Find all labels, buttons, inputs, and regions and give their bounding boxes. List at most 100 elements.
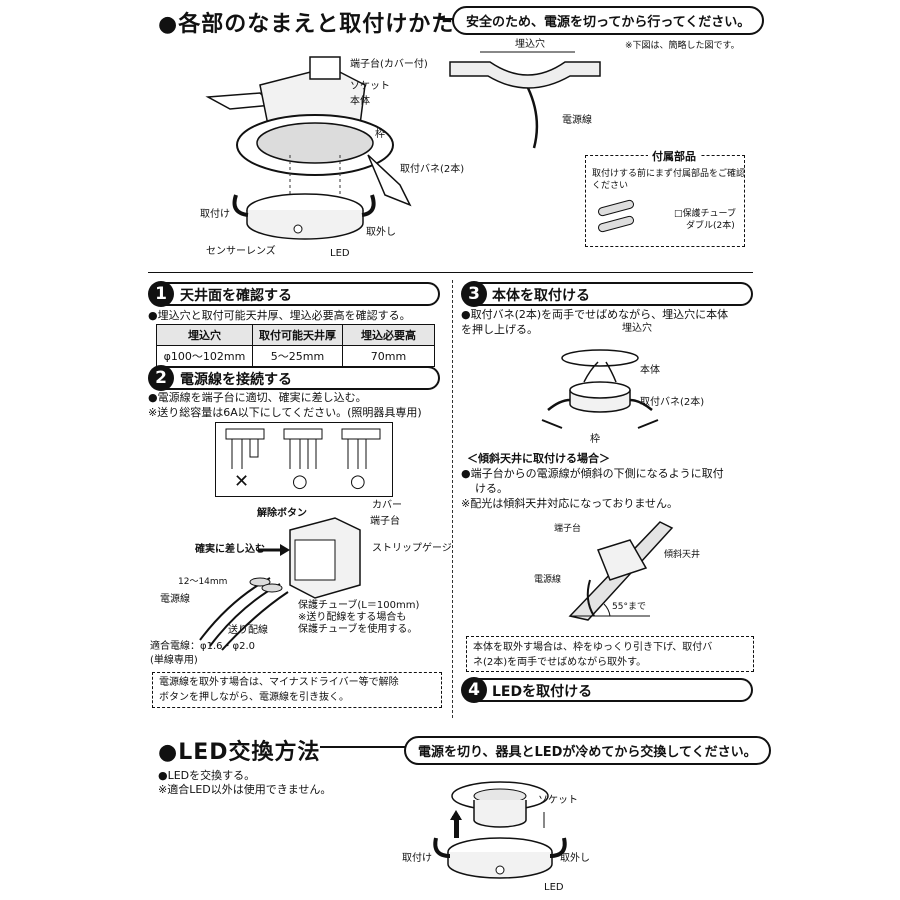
simplified-note: ※下図は、簡略した図です。 bbox=[625, 41, 740, 51]
label-strip-gauge: ストリップゲージ bbox=[372, 543, 452, 554]
led-text-2: ※適合LED以外は使用できません。 bbox=[158, 783, 332, 796]
table-cell: φ100〜102mm bbox=[156, 345, 253, 367]
label-spring: 取付バネ(2本) bbox=[400, 164, 465, 175]
label-body: 本体 bbox=[350, 96, 370, 107]
led-label-attach: 取付け bbox=[402, 853, 432, 864]
label-slope-wire: 電源線 bbox=[534, 575, 562, 585]
led-text-1: ●LEDを交換する。 bbox=[158, 769, 256, 782]
led-label-detach: 取外し bbox=[560, 853, 590, 864]
accessory-item-1: □保護チューブ bbox=[674, 209, 736, 219]
label-detach: 取外し bbox=[366, 227, 396, 238]
led-label-socket: ソケット bbox=[538, 795, 578, 806]
step3-bar bbox=[473, 282, 753, 306]
label-slope-ceiling: 傾斜天井 bbox=[664, 550, 701, 560]
tube-note-2: ※送り配線をする場合も bbox=[298, 612, 407, 623]
ceiling-spec-table: 埋込穴 取付可能天井厚 埋込必要高 φ100〜102mm 5〜25mm 70mm bbox=[156, 324, 435, 367]
slope-text-2: ける。 bbox=[475, 482, 508, 495]
label-led: LED bbox=[330, 248, 350, 259]
table-cell: 70mm bbox=[342, 345, 435, 367]
wire-spec-1: 適合電線：φ1.6・φ2.0 bbox=[150, 641, 255, 652]
mark-correct: ○ bbox=[292, 471, 308, 492]
tube-note-1: 保護チューブ(L＝100mm) bbox=[298, 600, 420, 611]
led-replacement-diagram bbox=[433, 781, 567, 879]
label-power-wire: 電源線 bbox=[160, 594, 190, 605]
label-install-frame: 枠 bbox=[590, 434, 600, 445]
led-section-title: ●LED交換方法 bbox=[158, 740, 321, 765]
step3-number: 3 bbox=[461, 281, 487, 307]
attach-arrow bbox=[232, 194, 249, 217]
mark-incorrect: ✕ bbox=[234, 471, 250, 492]
ceiling-hole-diagram bbox=[449, 51, 601, 149]
tube-note-3: 保護チューブを使用する。 bbox=[298, 624, 418, 635]
label-slope-angle: 55°まで bbox=[612, 602, 646, 612]
label-sensor-lens: センサーレンズ bbox=[206, 246, 276, 257]
wiring-variants-box: ✕ ○ ○ bbox=[215, 422, 393, 497]
label-socket: ソケット bbox=[350, 81, 390, 92]
table-cell: 5〜25mm bbox=[252, 345, 343, 367]
table-header: 埋込穴 bbox=[156, 324, 253, 346]
step2-text-2: ※送り総容量は6A以下にしてください。(照明器具専用) bbox=[148, 406, 422, 419]
mark-correct: ○ bbox=[350, 471, 366, 492]
wire-spec-2: (単線専用) bbox=[150, 655, 198, 666]
label-attach: 取付け bbox=[200, 209, 230, 220]
label-insert-firmly: 確実に差し込む bbox=[195, 544, 265, 555]
step3-text-1: ●取付バネ(2本)を両手でせばめながら、埋込穴に本体 bbox=[461, 308, 729, 321]
terminal-wiring-diagram bbox=[199, 517, 361, 651]
step3-title: 本体を取付ける bbox=[492, 288, 590, 304]
label-install-hole: 埋込穴 bbox=[622, 323, 652, 334]
label-slope-terminal: 端子台 bbox=[554, 524, 582, 534]
column-divider bbox=[452, 280, 453, 718]
slope-text-1: ●端子台からの電源線が傾斜の下側になるように取付 bbox=[461, 467, 724, 480]
step1-text: ●埋込穴と取付可能天井厚、埋込必要高を確認する。 bbox=[148, 309, 411, 322]
slope-text-3: ※配光は傾斜天井対応になっておりません。 bbox=[461, 497, 679, 510]
wire-removal-note: 電源線を取外す場合は、マイナスドライバー等で解除 ボタンを押しながら、電源線を引… bbox=[152, 672, 442, 708]
label-install-body: 本体 bbox=[640, 365, 660, 376]
step1-number: 1 bbox=[148, 281, 174, 307]
body-removal-text-2: ネ(2本)を両手でせばめながら取外す。 bbox=[473, 657, 647, 668]
accessory-item-2: ダブル(2本) bbox=[686, 221, 735, 231]
section-divider bbox=[148, 272, 753, 273]
wire-removal-text-1: 電源線を取外す場合は、マイナスドライバー等で解除 bbox=[159, 677, 399, 688]
accessories-title: 付属部品 bbox=[648, 149, 700, 165]
label-strip-length: 12〜14mm bbox=[178, 577, 228, 587]
label-feed-wire: 送り配線 bbox=[228, 625, 268, 636]
label-release-button: 解除ボタン bbox=[257, 508, 307, 519]
body-install-diagram bbox=[541, 349, 659, 429]
step4-number: 4 bbox=[461, 677, 487, 703]
detach-arrow bbox=[361, 194, 376, 217]
led-label-led: LED bbox=[544, 882, 564, 893]
fixture-parts-diagram bbox=[205, 56, 412, 240]
table-header: 埋込必要高 bbox=[342, 324, 435, 346]
led-header-rule bbox=[320, 746, 410, 748]
label-terminal-cover: 端子台(カバー付) bbox=[350, 59, 428, 70]
protective-tube-icon bbox=[597, 199, 635, 233]
step2-number: 2 bbox=[148, 365, 174, 391]
step4-bar bbox=[473, 678, 753, 702]
label-install-spring: 取付バネ(2本) bbox=[640, 397, 705, 408]
step2-title: 電源線を接続する bbox=[180, 372, 292, 388]
table-header: 取付可能天井厚 bbox=[252, 324, 343, 346]
step3-text-2: を押し上げる。 bbox=[461, 323, 538, 336]
body-removal-note: 本体を取外す場合は、枠をゆっくり引き下げ、取付バ ネ(2本)を両手でせばめながら… bbox=[466, 636, 754, 672]
led-safety-notice: 電源を切り、器具とLEDが冷めてから交換してください。 bbox=[404, 736, 771, 765]
step1-bar bbox=[160, 282, 440, 306]
sloped-ceiling-diagram bbox=[568, 521, 674, 621]
slope-title: ＜傾斜天井に取付ける場合＞ bbox=[467, 452, 610, 465]
accessories-box: 付属部品 取付けする前にまず付属部品をご確認 ください □保護チューブ ダブル(… bbox=[585, 149, 746, 247]
step1-title: 天井面を確認する bbox=[180, 288, 292, 304]
accessories-desc-2: ください bbox=[592, 181, 629, 191]
safety-notice: 安全のため、電源を切ってから行ってください。 bbox=[452, 6, 765, 35]
header-rule bbox=[440, 18, 460, 20]
wire-removal-text-2: ボタンを押しながら、電源線を引き抜く。 bbox=[159, 692, 349, 703]
wiring-variants-diagram bbox=[225, 428, 381, 469]
label-ceiling-wire: 電源線 bbox=[562, 115, 592, 126]
body-removal-text-1: 本体を取外す場合は、枠をゆっくり引き下げ、取付バ bbox=[473, 642, 713, 653]
step4-title: LEDを取付ける bbox=[492, 684, 593, 700]
step2-bar bbox=[160, 366, 440, 390]
page-title: ●各部のなまえと取付けかた bbox=[158, 12, 455, 37]
label-frame: 枠 bbox=[375, 129, 385, 140]
accessories-desc-1: 取付けする前にまず付属部品をご確認 bbox=[592, 169, 746, 179]
step2-text-1: ●電源線を端子台に適切、確実に差し込む。 bbox=[148, 391, 367, 404]
label-terminal: 端子台 bbox=[370, 516, 400, 527]
label-ceiling-hole: 埋込穴 bbox=[515, 39, 545, 50]
